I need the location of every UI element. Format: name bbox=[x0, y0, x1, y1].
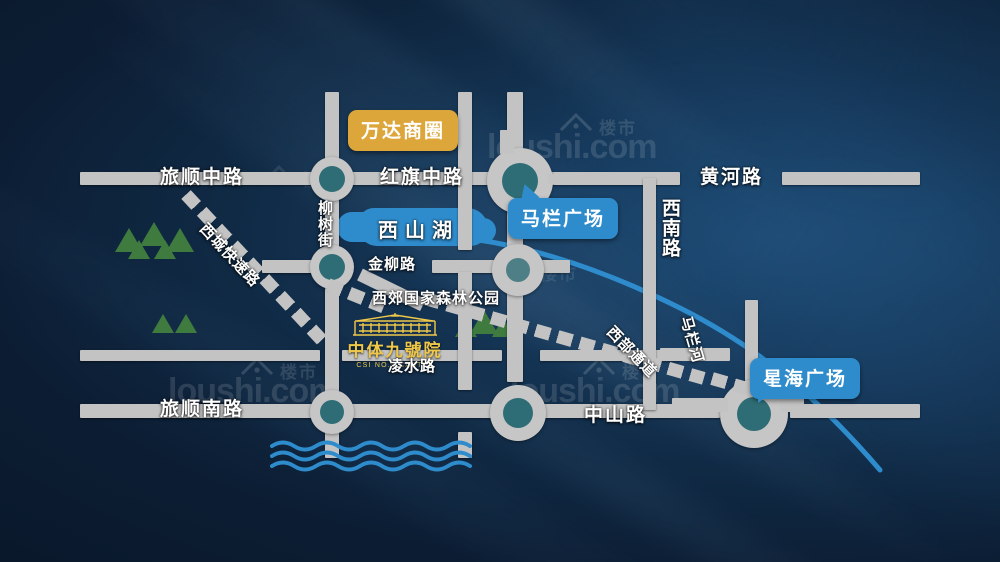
roundabout-liushu-lushun-south bbox=[310, 390, 354, 434]
roundabout-arm bbox=[660, 348, 730, 361]
roundabout-arm bbox=[672, 398, 728, 412]
label-lushun-middle: 旅顺中路 bbox=[160, 167, 245, 188]
roundabout-arm bbox=[500, 130, 514, 154]
project-name-cn: 中体九號院 bbox=[347, 341, 443, 360]
classical-building-icon bbox=[336, 312, 454, 342]
roundabout-arm bbox=[548, 174, 562, 184]
roundabout-arm bbox=[780, 398, 804, 412]
roundabout-central bbox=[492, 244, 544, 296]
roundabout-liushu-jinliu bbox=[310, 245, 354, 289]
label-lushun-south: 旅顺南路 bbox=[160, 399, 245, 420]
road-lingshui bbox=[342, 350, 502, 361]
label-forest-park: 西郊国家森林公园 bbox=[372, 290, 501, 307]
road-jinliu bbox=[432, 260, 502, 273]
project-name-en: CSI NO.9 CASTLE bbox=[356, 362, 434, 369]
road-vertical-mid bbox=[458, 92, 472, 250]
project-logo[interactable]: 中体九號院 CSI NO.9 CASTLE bbox=[336, 312, 454, 369]
road-liushu-street bbox=[325, 92, 339, 164]
road-xinan bbox=[643, 178, 656, 410]
label-zhongshan: 中山路 bbox=[584, 405, 648, 426]
sea-waves bbox=[270, 440, 472, 472]
roundabout-liushu-lushun bbox=[310, 157, 354, 201]
road-liushu-street bbox=[325, 194, 339, 248]
label-hongqi-middle: 红旗中路 bbox=[380, 167, 465, 188]
road-huanghe bbox=[782, 172, 920, 185]
label-xinan: 西南路 bbox=[659, 198, 680, 258]
label-lingshui: 凌水路 bbox=[388, 358, 437, 375]
label-liushu-street: 柳树街 bbox=[316, 200, 333, 248]
road-lushun-south bbox=[348, 404, 496, 418]
badge-malan-plaza[interactable]: 马栏广场 bbox=[508, 198, 619, 239]
label-huanghe: 黄河路 bbox=[700, 167, 764, 188]
road-jinliu bbox=[540, 260, 570, 273]
label-xishan-lake: 西山湖 bbox=[378, 220, 459, 242]
road-lingshui bbox=[80, 350, 320, 361]
badge-xinghai-plaza[interactable]: 星海广场 bbox=[750, 358, 861, 399]
road-lushun-south bbox=[80, 404, 320, 418]
label-jinliu: 金柳路 bbox=[368, 256, 417, 273]
road-zhongshan bbox=[790, 404, 920, 418]
road-liushu-street bbox=[325, 286, 339, 394]
road-lushun-middle bbox=[80, 172, 340, 185]
roundabout-zhongshan-west bbox=[490, 385, 546, 441]
badge-wanda-business-district[interactable]: 万达商圈 bbox=[348, 110, 459, 151]
